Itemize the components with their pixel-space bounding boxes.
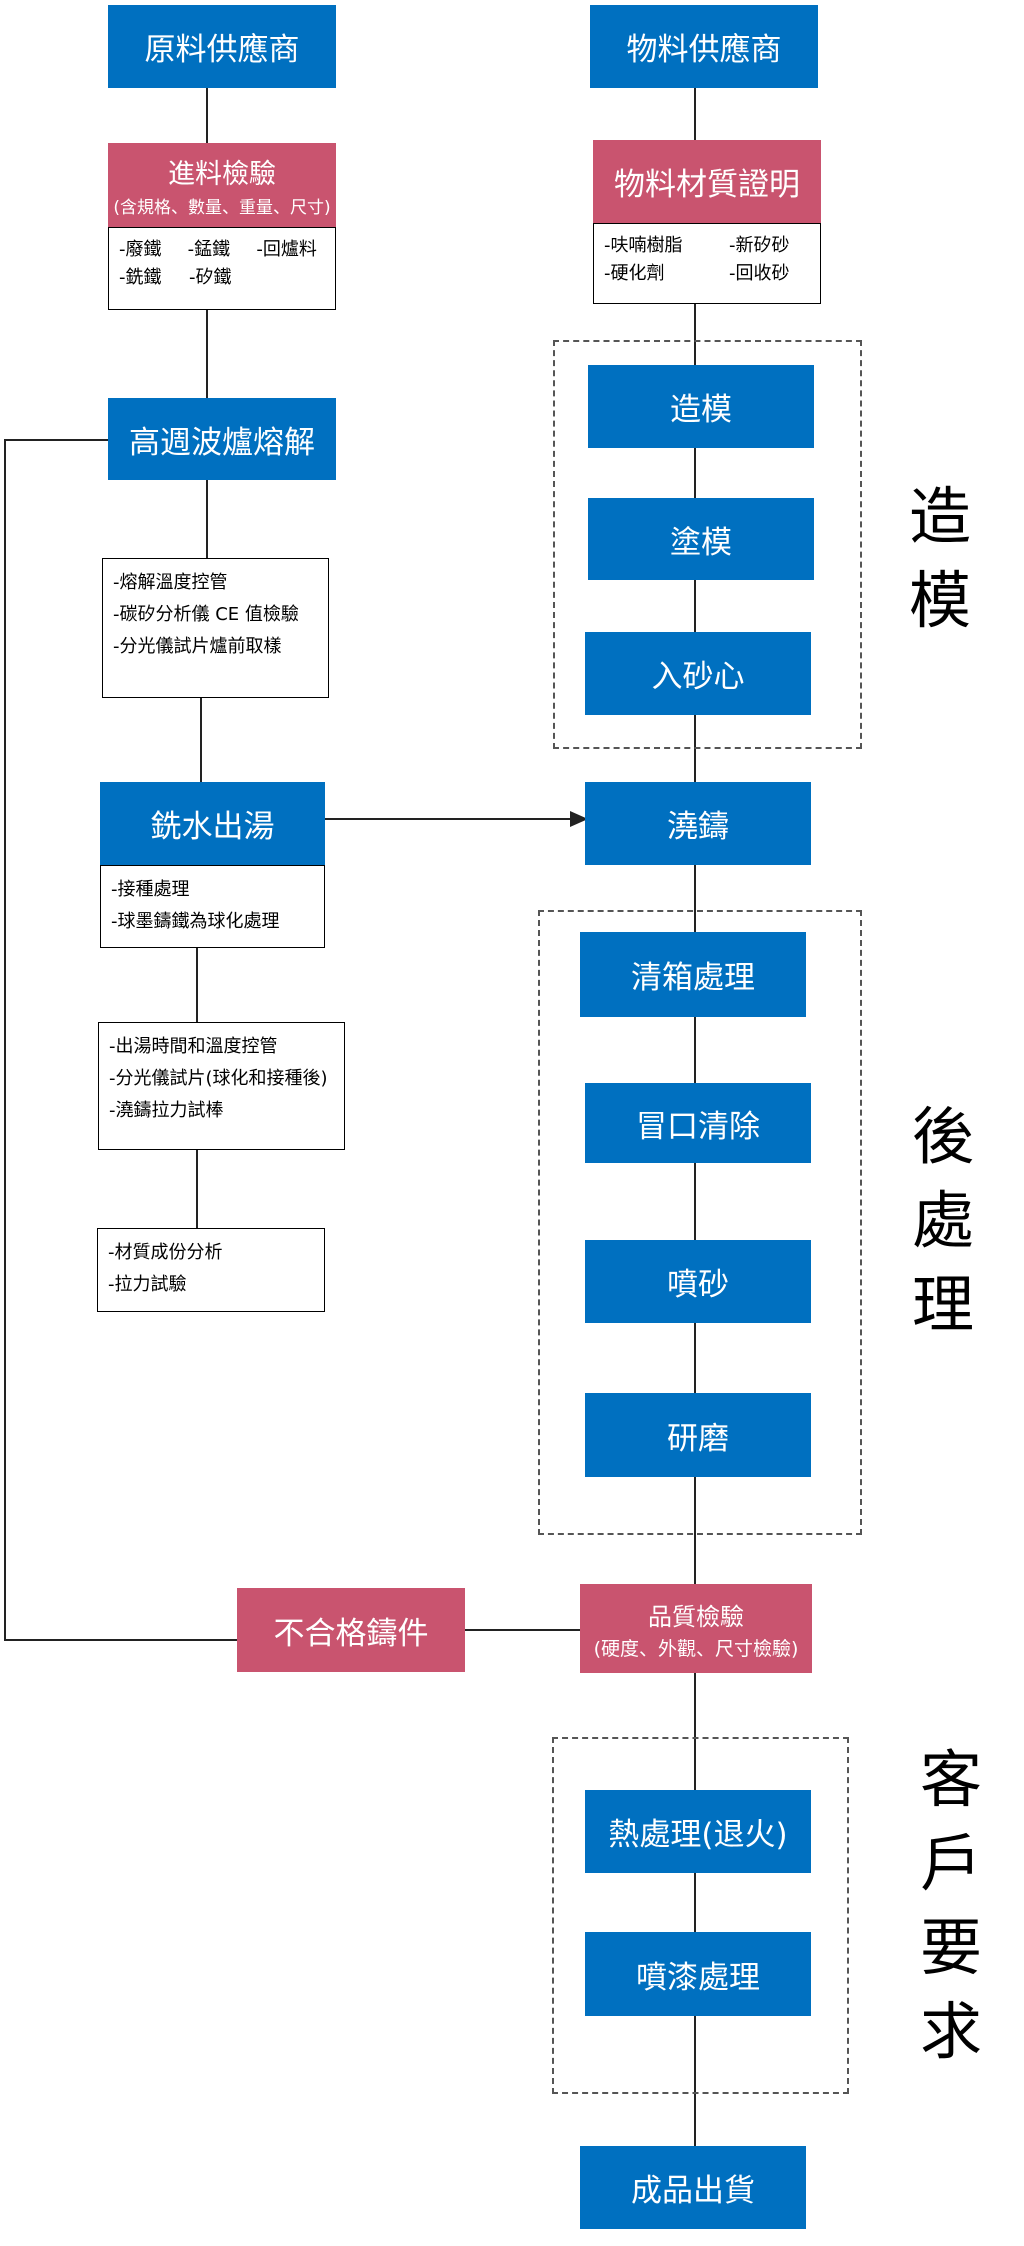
material-supplier-node: 物料供應商 xyxy=(590,5,818,88)
supplies-note: -呋喃樹脂 -新矽砂 -硬化劑 -回收砂 xyxy=(593,223,821,304)
post-processing-group-label: 後處理 xyxy=(911,1100,974,1341)
quality-inspection-node: 品質檢驗 (硬度、外觀、尺寸檢驗) xyxy=(580,1584,812,1673)
induction-melting-node: 高週波爐熔解 xyxy=(108,398,336,480)
customer-requirements-group-label: 客戶要求 xyxy=(919,1743,982,2068)
tapping-checks-note: -出湯時間和溫度控管 -分光儀試片(球化和接種後) -澆鑄拉力試棒 xyxy=(98,1022,345,1150)
incoming-inspection-node: 進料檢驗 (含規格、數量、重量、尺寸) xyxy=(108,143,336,227)
raw-supplier-node: 原料供應商 xyxy=(108,5,336,88)
material-certificate-node: 物料材質證明 xyxy=(593,140,821,223)
shipment-node: 成品出貨 xyxy=(580,2146,806,2229)
shakeout-node: 清箱處理 xyxy=(580,932,806,1017)
riser-removal-node: 冒口清除 xyxy=(585,1083,811,1163)
pouring-node: 澆鑄 xyxy=(585,782,811,865)
mold-coating-node: 塗模 xyxy=(588,498,814,580)
molding-group-label: 造模 xyxy=(908,480,971,637)
melting-checks-note: -熔解溫度控管 -碳矽分析儀 CE 值檢驗 -分光儀試片爐前取樣 xyxy=(102,558,329,698)
tapping-node: 銑水出湯 xyxy=(100,782,325,865)
nonconforming-node: 不合格鑄件 xyxy=(237,1588,465,1672)
rework-loop xyxy=(4,439,237,1641)
molding-group xyxy=(553,340,862,749)
treatment-note: -接種處理 -球墨鑄鐵為球化處理 xyxy=(100,865,325,948)
sandblasting-node: 噴砂 xyxy=(585,1240,811,1323)
painting-node: 噴漆處理 xyxy=(585,1932,811,2016)
lab-tests-note: -材質成份分析 -拉力試驗 xyxy=(97,1228,325,1312)
customer-requirements-group xyxy=(552,1737,849,2094)
core-setting-node: 入砂心 xyxy=(585,632,811,715)
heat-treatment-node: 熱處理(退火) xyxy=(585,1790,811,1873)
raw-materials-note: -廢鐵 -錳鐵 -回爐料 -銑鐵 -矽鐵 xyxy=(108,227,336,310)
post-processing-group xyxy=(538,910,862,1535)
grinding-node: 研磨 xyxy=(585,1393,811,1477)
molding-node: 造模 xyxy=(588,365,814,448)
